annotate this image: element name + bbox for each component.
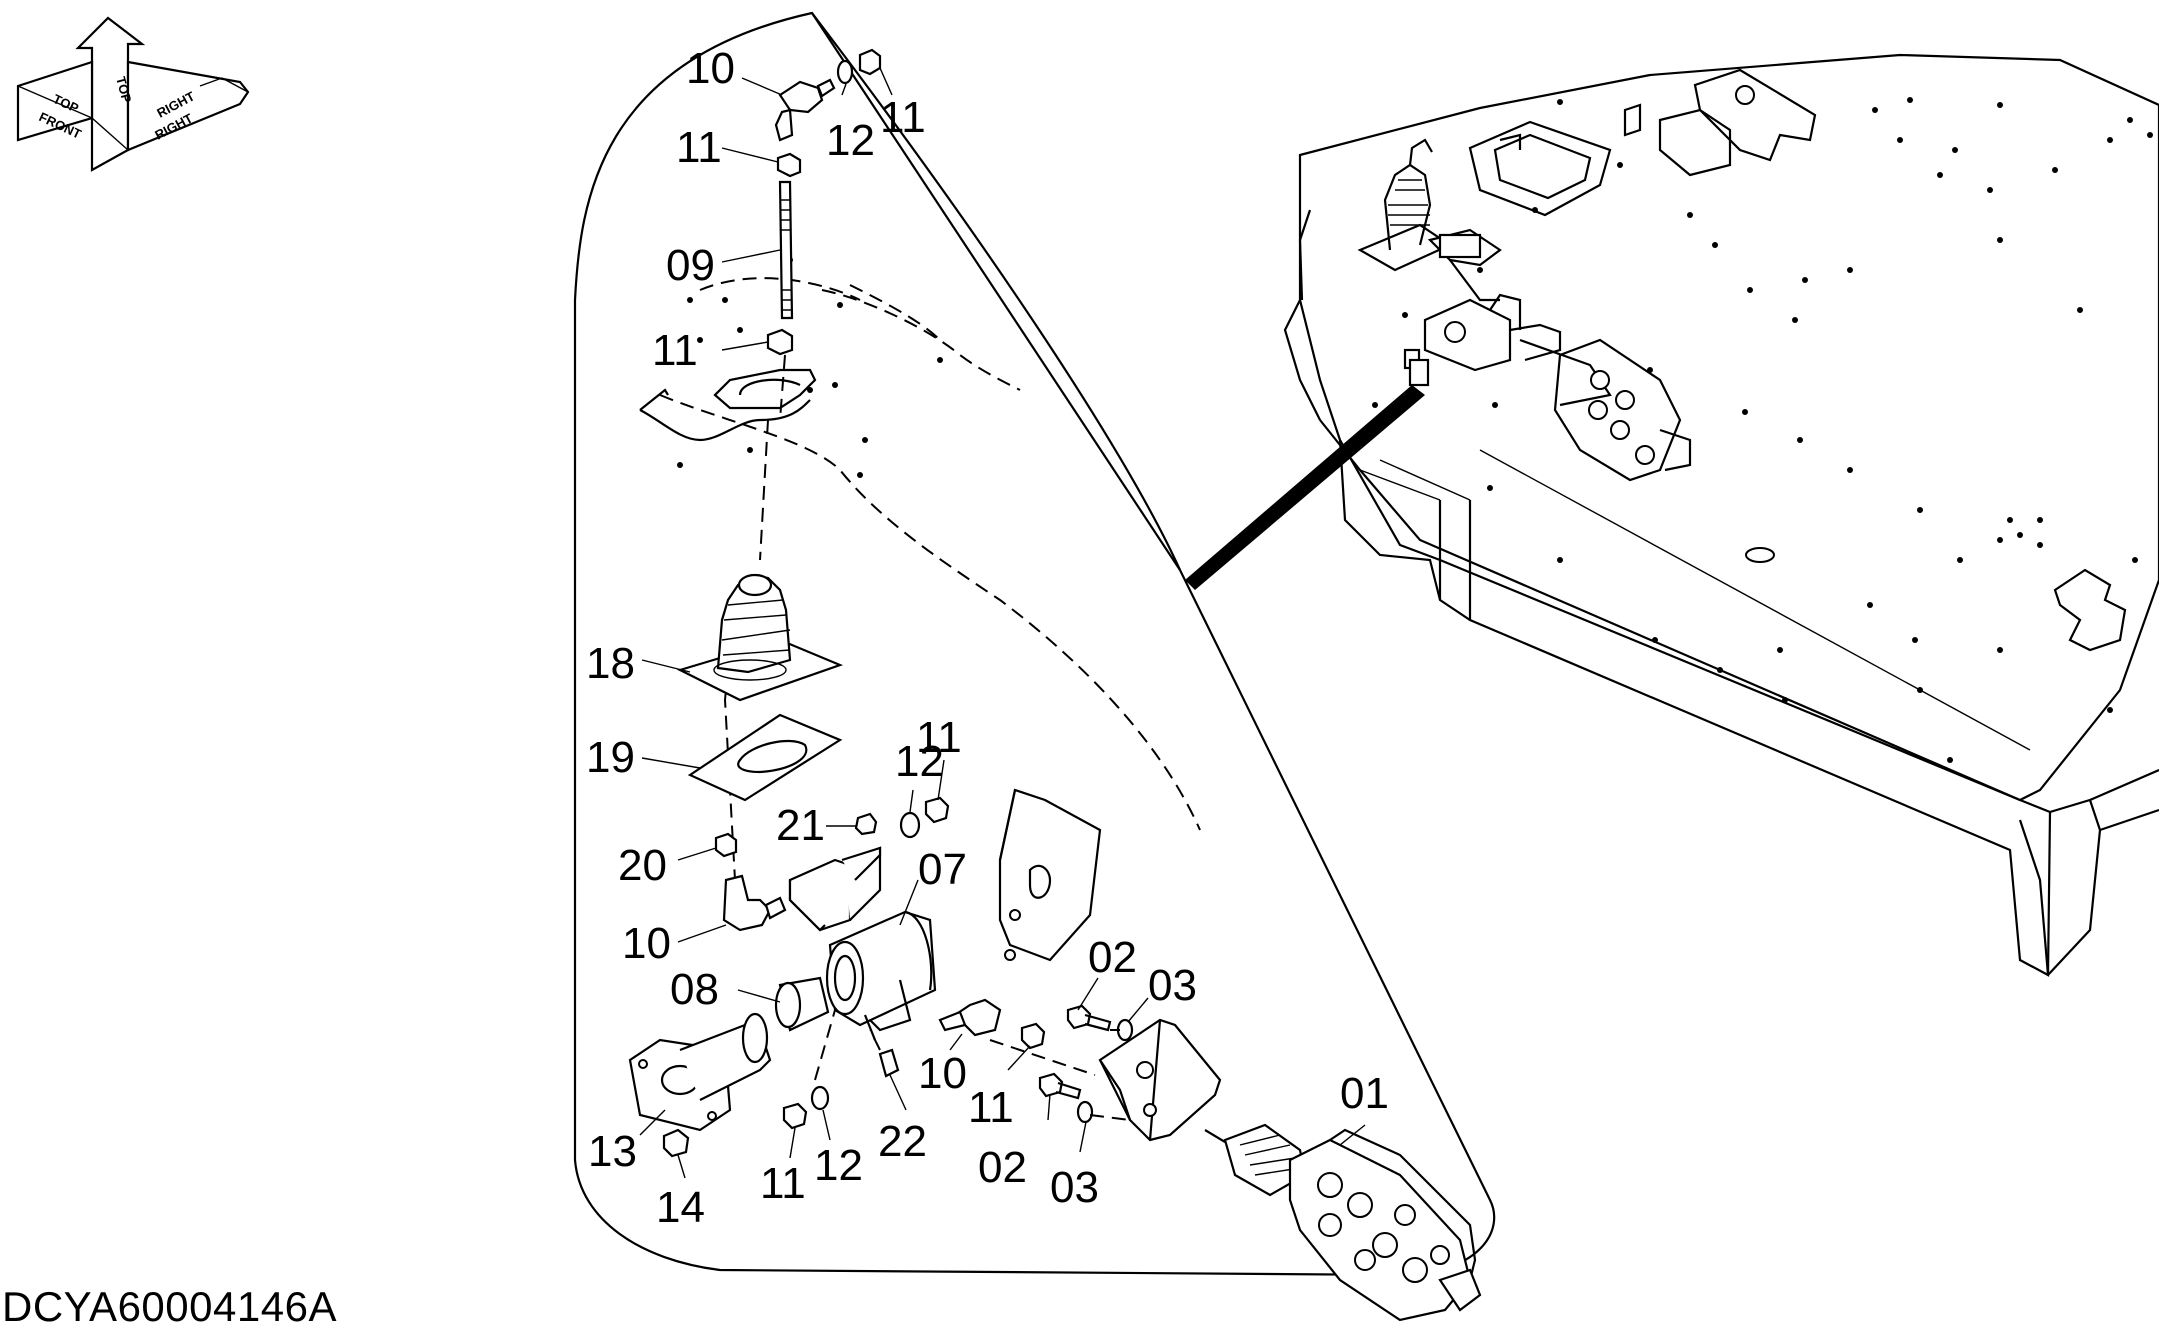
- part-02-lower-bolt: [1038, 1072, 1082, 1100]
- orientation-indicator: TOP FRONT RIGHT TOP RIGHT: [16, 16, 250, 172]
- valve-mounting-bracket: [989, 1018, 1222, 1142]
- callout-10-valve: 10: [918, 1049, 967, 1098]
- part-11-upper-nut: [858, 48, 882, 76]
- callout-10-upper: 10: [686, 44, 735, 93]
- part-03-upper-washer: [1116, 1018, 1134, 1042]
- part-08-bushing: [774, 976, 830, 1032]
- plate-holes: [1372, 97, 2153, 763]
- callout-12-lower: 12: [814, 1141, 863, 1190]
- part-22-set-screw: [878, 1048, 900, 1078]
- callout-11-upper-right: 11: [880, 93, 926, 142]
- overall-assembly-view: [1185, 53, 2159, 977]
- callout-11-lower: 11: [760, 1159, 806, 1208]
- callout-21: 21: [776, 801, 825, 850]
- part-12-upper-washer: [836, 59, 854, 85]
- callout-11-rod: 11: [652, 326, 698, 375]
- callout-22: 22: [878, 1117, 927, 1166]
- part-07-lever-bracket: [788, 788, 1102, 1041]
- part-13-support-plate: [628, 1012, 772, 1132]
- overview-control-valve: [1403, 293, 1692, 482]
- part-11-left-nut: [776, 152, 802, 178]
- callout-01: 01: [1340, 1069, 1389, 1118]
- part-10-lever-ball-joint: [722, 874, 787, 932]
- callout-13: 13: [588, 1127, 637, 1176]
- callout-02-lower: 02: [978, 1143, 1027, 1192]
- part-14-bolt: [662, 1128, 690, 1158]
- callout-10-lever: 10: [622, 919, 671, 968]
- callout-12-middle: 12: [895, 737, 944, 786]
- part-10-valve-ball-joint: [938, 998, 1002, 1037]
- callout-11-valve: 11: [968, 1083, 1014, 1132]
- part-19-gasket-plate: [687, 713, 843, 802]
- callout-11-upper-left: 11: [676, 123, 722, 172]
- callout-07: 07: [918, 845, 967, 894]
- callout-12-upper: 12: [826, 116, 875, 165]
- orient-label-top: TOP: [113, 75, 134, 105]
- callout-11-middle: 11: [916, 713, 962, 762]
- part-11-lower-nut: [782, 1102, 808, 1130]
- overview-control-lever: [1357, 138, 1502, 302]
- part-12-middle-washer: [899, 811, 921, 839]
- callout-09: 09: [666, 241, 715, 290]
- part-10-upper-ball-joint: [774, 78, 836, 142]
- callout-08: 08: [670, 965, 719, 1014]
- callout-02-upper: 02: [1088, 933, 1137, 982]
- callout-20: 20: [618, 841, 667, 890]
- callout-labels: 10 11 12 11 09 11 18 19 12 11 21 20 07 1…: [586, 44, 1389, 1232]
- callout-19: 19: [586, 733, 635, 782]
- part-18-lever-boot: [677, 573, 844, 702]
- part-11-rod-nut: [766, 328, 794, 356]
- callout-03-lower: 03: [1050, 1163, 1099, 1212]
- part-12-lower-washer: [810, 1085, 830, 1111]
- leader-lines: [639, 67, 1366, 1179]
- part-20-bolt: [714, 832, 738, 858]
- part-21-bolt: [854, 812, 878, 836]
- callout-14: 14: [656, 1183, 705, 1232]
- part-11-middle-nut: [924, 796, 950, 824]
- part-11-valve-nut: [1020, 1022, 1046, 1050]
- callout-18: 18: [586, 639, 635, 688]
- part-09-rod: [778, 180, 794, 320]
- part-03-lower-washer: [1076, 1100, 1094, 1124]
- part-01-control-valve: [1204, 1123, 1482, 1322]
- detail-bubble-outline: [573, 11, 1496, 1277]
- part-02-upper-bolt: [1066, 1004, 1112, 1032]
- callout-03-upper: 03: [1148, 961, 1197, 1010]
- drawing-id: DCYA60004146A: [2, 1283, 337, 1330]
